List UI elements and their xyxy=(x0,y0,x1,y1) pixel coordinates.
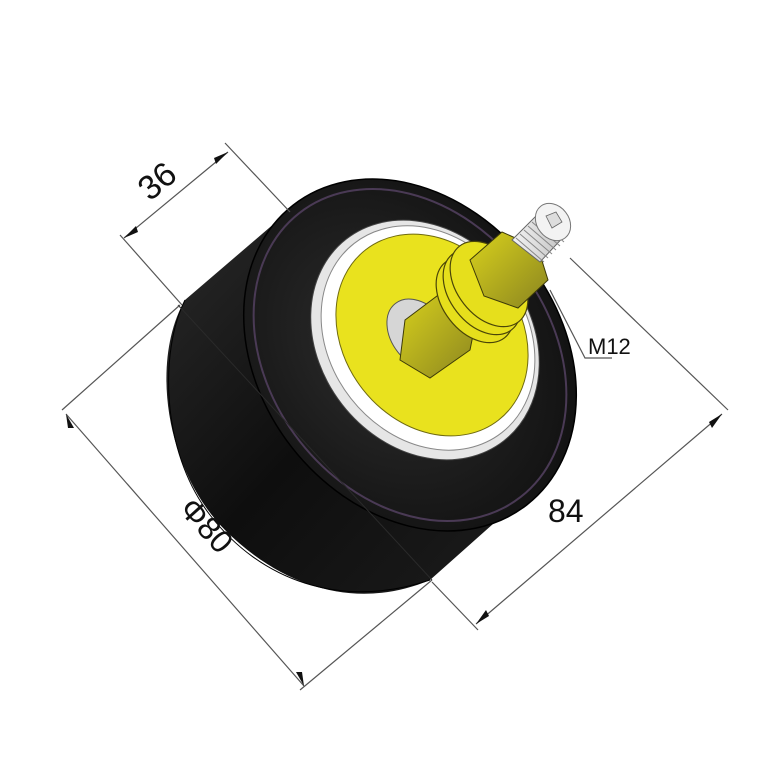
stud-assembly xyxy=(399,202,572,379)
dimension-width-label: 36 xyxy=(131,155,184,208)
dimension-length-label: 84 xyxy=(548,493,584,529)
thread xyxy=(511,202,572,263)
dimension-length: 84 xyxy=(431,257,729,631)
thread-callout: M12 xyxy=(549,289,631,359)
thread-callout-label: M12 xyxy=(588,334,631,359)
